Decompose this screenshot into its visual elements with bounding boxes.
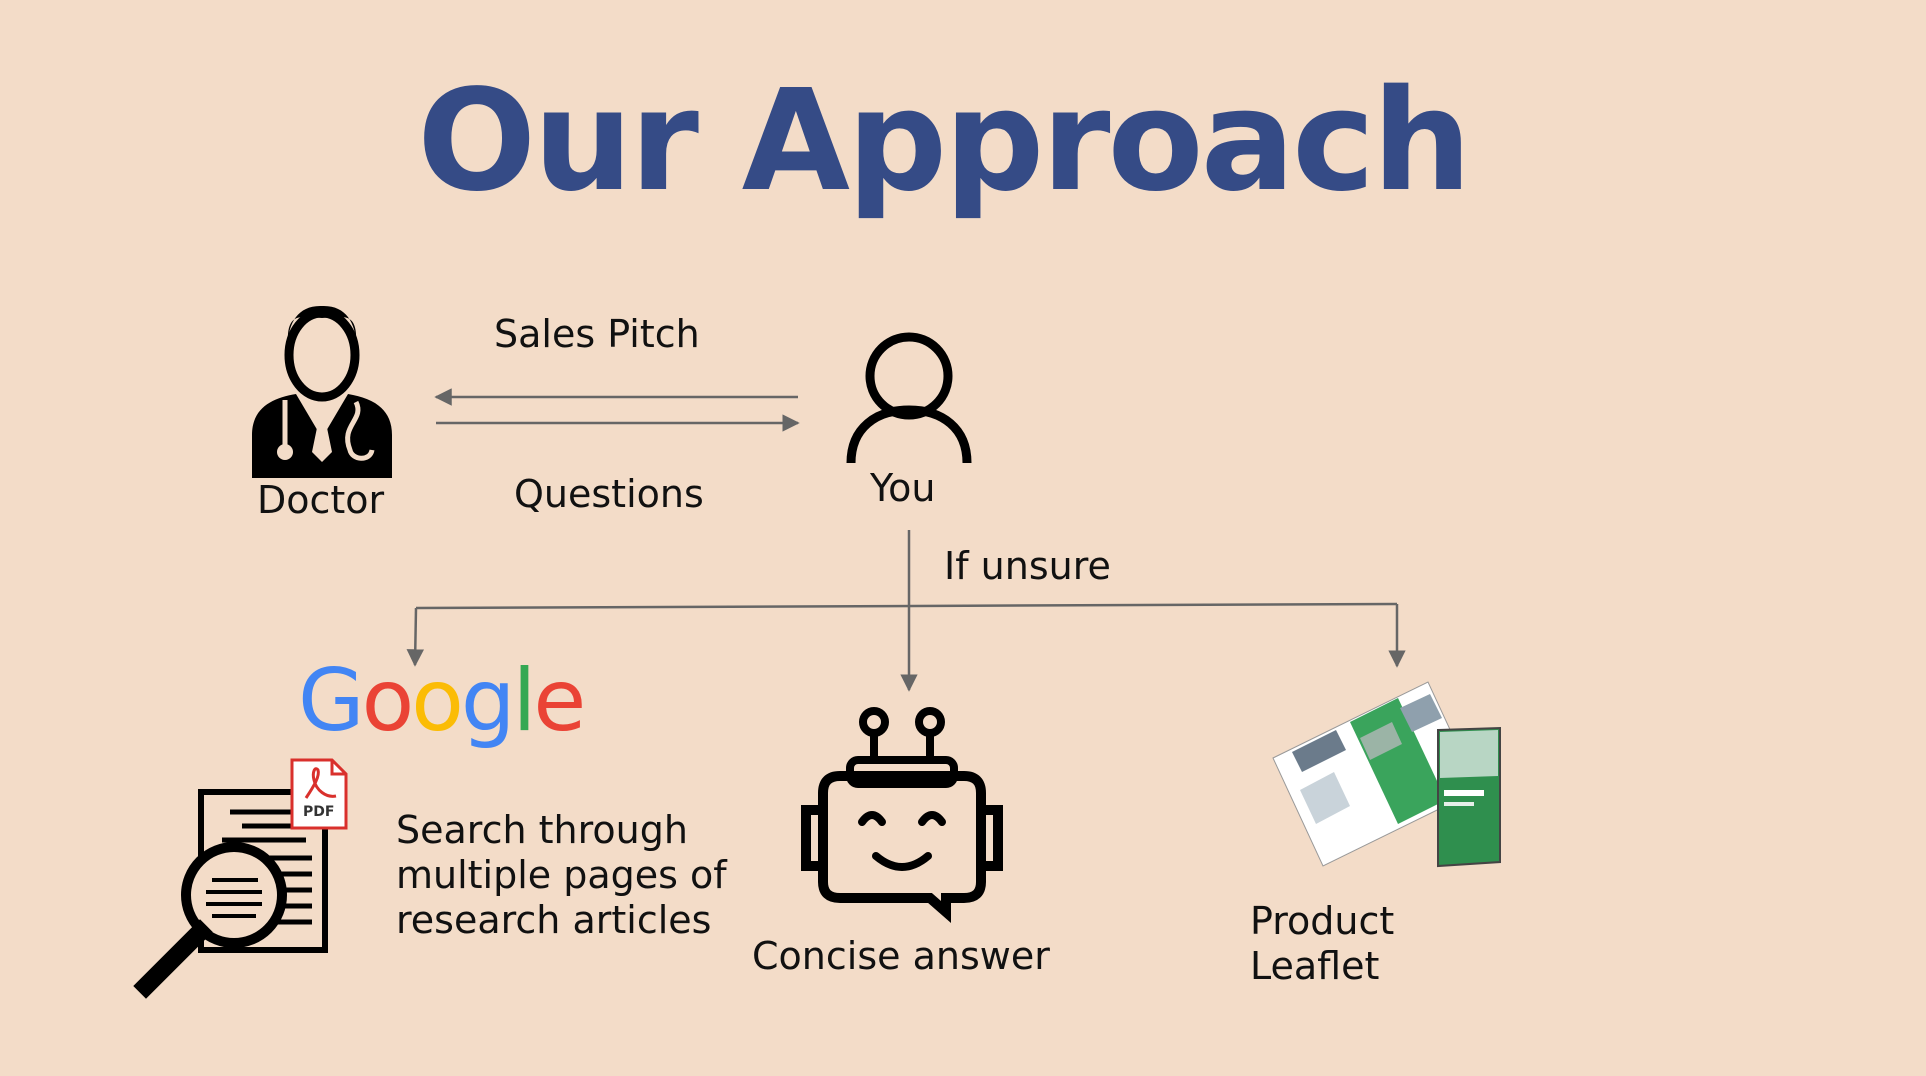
page-title: Our Approach xyxy=(417,60,1472,223)
user-icon xyxy=(846,332,972,464)
branch-horizontal xyxy=(415,602,1398,610)
product-leaflet-line: Leaflet xyxy=(1250,944,1380,988)
google-logo-letter: G xyxy=(298,651,365,751)
pdf-badge-text: PDF xyxy=(303,804,335,820)
doctor-icon xyxy=(252,305,392,478)
google-logo-letter: o xyxy=(361,651,415,751)
search-description-line: Search through xyxy=(396,808,688,852)
if-unsure-label: If unsure xyxy=(944,544,1111,588)
search-description: Search through multiple pages of researc… xyxy=(396,808,727,943)
google-branch-arrow xyxy=(406,607,425,667)
product-leaflet-label: Product Leaflet xyxy=(1250,899,1394,989)
google-logo-letter: o xyxy=(411,651,464,751)
sales-pitch-label: Sales Pitch xyxy=(494,312,700,356)
you-label: You xyxy=(870,466,936,510)
product-leaflet-image xyxy=(1272,681,1501,868)
doctor-label: Doctor xyxy=(257,478,385,522)
google-logo: Google xyxy=(298,651,586,751)
product-leaflet-line: Product xyxy=(1250,899,1395,943)
concise-answer-label: Concise answer xyxy=(752,934,1050,978)
questions-label: Questions xyxy=(514,472,704,516)
robot-icon xyxy=(801,707,1003,924)
google-logo-letter: g xyxy=(460,651,516,751)
google-logo-letter: l xyxy=(512,651,537,751)
google-logo-letter: e xyxy=(533,651,586,751)
search-description-line: research articles xyxy=(396,898,712,942)
pdf-icon xyxy=(290,758,348,830)
search-description-line: multiple pages of xyxy=(396,853,727,897)
